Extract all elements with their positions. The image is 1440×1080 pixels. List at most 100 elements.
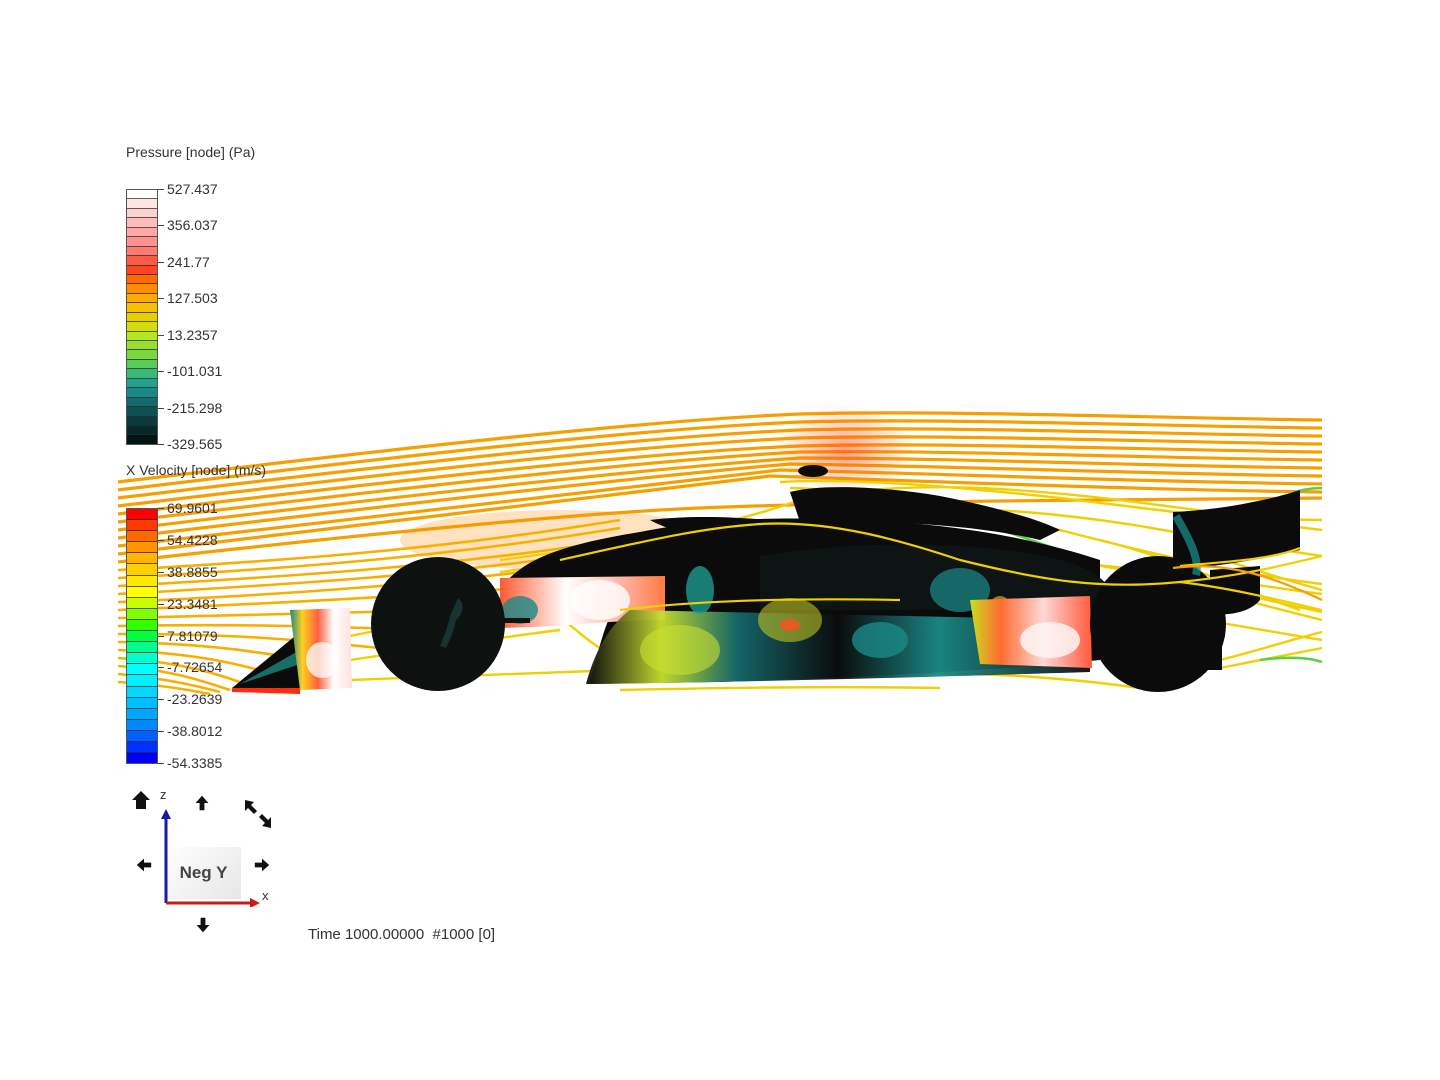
pressure-tick-label: 241.77 <box>167 253 210 270</box>
pressure-tick-mark <box>158 334 164 336</box>
pressure-tick-label: 356.037 <box>167 217 218 234</box>
x-velocity-color-segment <box>127 675 157 687</box>
x-velocity-color-segment <box>127 686 157 698</box>
pressure-color-segment <box>127 350 157 360</box>
x-velocity-color-segment <box>127 520 157 532</box>
x-velocity-color-segment <box>127 653 157 665</box>
x-velocity-tick-mark <box>158 635 164 637</box>
front-wheel <box>371 557 505 691</box>
x-velocity-color-segment <box>127 697 157 709</box>
pressure-color-segment <box>127 341 157 351</box>
x-velocity-legend-title: X Velocity [node] (m/s) <box>126 462 267 478</box>
x-velocity-tick-label: -7.72654 <box>167 659 223 676</box>
pressure-color-segment <box>127 190 157 200</box>
x-velocity-color-segment <box>127 542 157 554</box>
pressure-color-segment <box>127 284 157 294</box>
diagonal-rotate-icon <box>245 800 271 828</box>
front-wing <box>232 632 300 690</box>
pressure-tick-label: 127.503 <box>167 290 218 307</box>
x-velocity-tick-label: -38.8012 <box>167 723 223 740</box>
arrow-up-icon <box>195 795 209 811</box>
x-velocity-color-segment <box>127 531 157 543</box>
pressure-color-segment <box>127 227 157 238</box>
x-velocity-tick-label: 23.3481 <box>167 595 218 612</box>
pressure-color-segment <box>127 425 157 436</box>
pressure-color-segment <box>127 359 157 370</box>
x-velocity-tick-mark <box>158 603 164 605</box>
x-velocity-color-bar <box>126 508 158 764</box>
pressure-color-segment <box>127 397 157 408</box>
pressure-color-segment <box>127 388 157 398</box>
x-velocity-color-segment <box>127 741 157 754</box>
x-velocity-tick-mark <box>158 571 164 573</box>
x-velocity-color-segment <box>127 753 157 764</box>
x-velocity-color-segment <box>127 730 157 742</box>
x-velocity-color-segment <box>127 719 157 731</box>
pressure-color-segment <box>127 274 157 285</box>
rotate-right-button[interactable] <box>254 857 270 873</box>
home-icon <box>132 791 150 809</box>
rotate-diagonal-button[interactable] <box>244 799 272 829</box>
x-velocity-color-segment <box>127 619 157 632</box>
pressure-color-segment <box>127 303 157 313</box>
floor <box>586 610 1090 684</box>
pressure-color-segment <box>127 218 157 228</box>
rotate-left-button[interactable] <box>136 857 152 873</box>
pressure-color-segment <box>127 378 157 389</box>
pressure-color-segment <box>127 293 157 304</box>
pressure-tick-label: -329.565 <box>167 436 223 452</box>
x-velocity-color-segment <box>127 586 157 598</box>
x-velocity-color-segment <box>127 509 157 521</box>
view-navigator: z Neg Y x <box>126 785 286 940</box>
x-velocity-color-segment <box>127 664 157 676</box>
x-velocity-color-segment <box>127 597 157 609</box>
x-velocity-color-segment <box>127 631 157 643</box>
pressure-color-segment <box>127 369 157 379</box>
x-velocity-tick-label: -23.2639 <box>167 691 223 708</box>
pressure-color-segment <box>127 435 157 444</box>
arrow-down-icon <box>196 917 210 933</box>
rotate-down-button[interactable] <box>195 917 211 933</box>
x-velocity-tick-mark <box>158 508 164 509</box>
pressure-tick-mark <box>158 407 164 409</box>
roll-hoop <box>798 465 828 477</box>
x-velocity-color-segment <box>127 553 157 565</box>
pressure-tick-label: 13.2357 <box>167 326 218 343</box>
pressure-color-segment <box>127 312 157 323</box>
home-view-button[interactable] <box>131 790 151 810</box>
arrow-left-icon <box>136 858 152 872</box>
f1-car-model <box>232 465 1323 694</box>
arrow-right-icon <box>254 858 270 872</box>
x-velocity-color-segment <box>127 708 157 720</box>
cockpit <box>650 517 807 558</box>
pressure-color-segment <box>127 246 157 257</box>
pressure-tick-mark <box>158 261 164 263</box>
x-velocity-color-segment <box>127 642 157 654</box>
x-velocity-tick-mark <box>158 667 164 669</box>
rear-wing <box>1173 490 1300 570</box>
rotate-up-button[interactable] <box>194 795 210 811</box>
pressure-legend-title: Pressure [node] (Pa) <box>126 144 256 160</box>
x-velocity-color-segment <box>127 564 157 576</box>
pressure-tick-mark <box>158 371 164 373</box>
simulation-time-label: Time 1000.00000 #1000 [0] <box>308 926 496 943</box>
pressure-tick-mark <box>158 189 164 190</box>
pressure-color-segment <box>127 416 157 426</box>
pressure-tick-mark <box>158 225 164 227</box>
x-velocity-color-segment <box>127 575 157 587</box>
x-velocity-tick-label: 69.9601 <box>167 500 218 516</box>
view-cube-neg-y[interactable]: Neg Y <box>166 847 241 899</box>
pressure-color-segment <box>127 237 157 247</box>
pressure-color-segment <box>127 331 157 341</box>
pressure-tick-label: -215.298 <box>167 399 223 416</box>
z-axis-label: z <box>160 787 167 802</box>
x-velocity-tick-label: -54.3385 <box>167 755 223 771</box>
pressure-color-segment <box>127 407 157 417</box>
x-velocity-tick-label: 38.8855 <box>167 563 218 580</box>
axis-triad <box>161 809 260 907</box>
x-velocity-tick-mark <box>158 539 164 541</box>
pressure-color-segment <box>127 265 157 275</box>
pressure-color-segment <box>127 322 157 332</box>
